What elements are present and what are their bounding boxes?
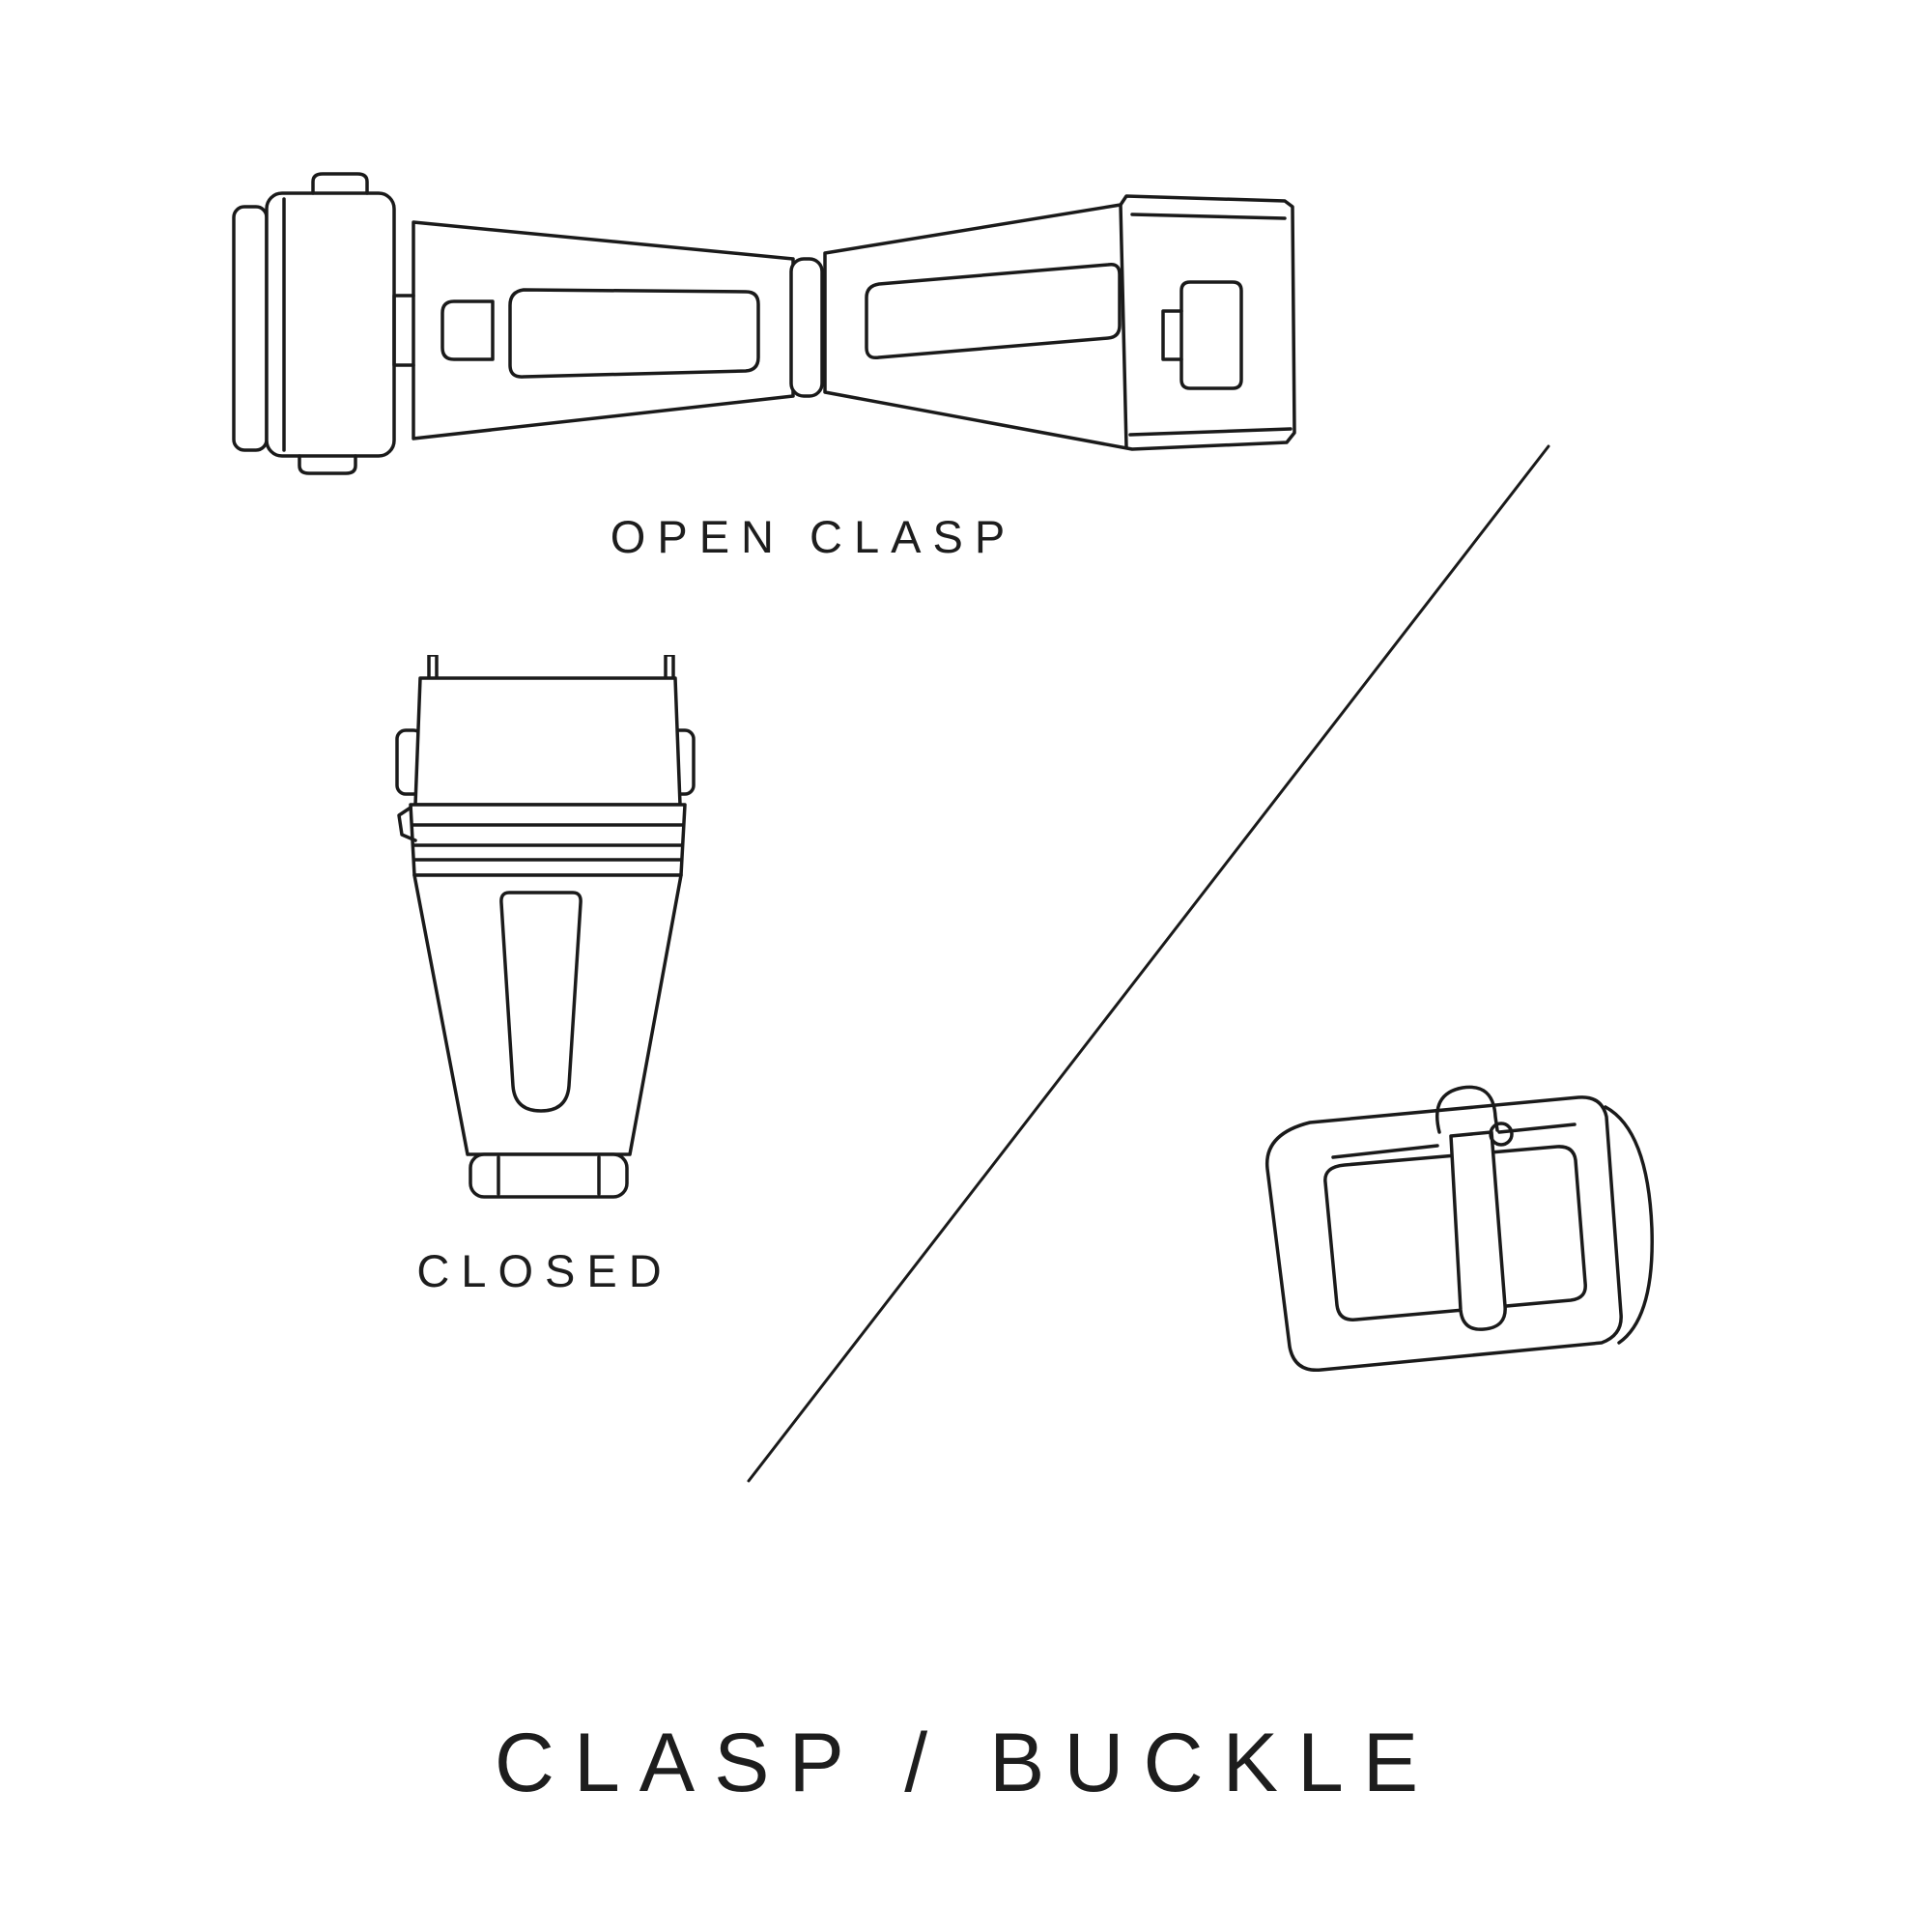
buckle-ring: [1489, 1122, 1514, 1147]
closed-clasp-label: CLOSED: [416, 1245, 673, 1296]
buckle-tongue-loop: [1435, 1085, 1499, 1134]
open-clasp-illustration: [232, 172, 1296, 475]
buckle-frame: [1265, 1095, 1623, 1373]
open-clasp-label: OPEN CLASP: [610, 511, 1017, 562]
buckle-bar-left: [1331, 1144, 1439, 1159]
clasp-hinge: [789, 257, 824, 398]
buckle-opening: [1323, 1145, 1587, 1321]
buckle-tongue: [1449, 1130, 1507, 1331]
clasp-right-arm: [823, 194, 1296, 451]
closed-clasp-illustration: [395, 655, 696, 1199]
buckle-side-thickness: [1604, 1105, 1654, 1345]
page-title: CLASP / BUCKLE: [494, 1717, 1438, 1809]
closed-clasp-body: [412, 873, 683, 1156]
buckle-illustration: [1265, 1085, 1654, 1373]
closed-clasp-foot: [469, 1152, 629, 1199]
